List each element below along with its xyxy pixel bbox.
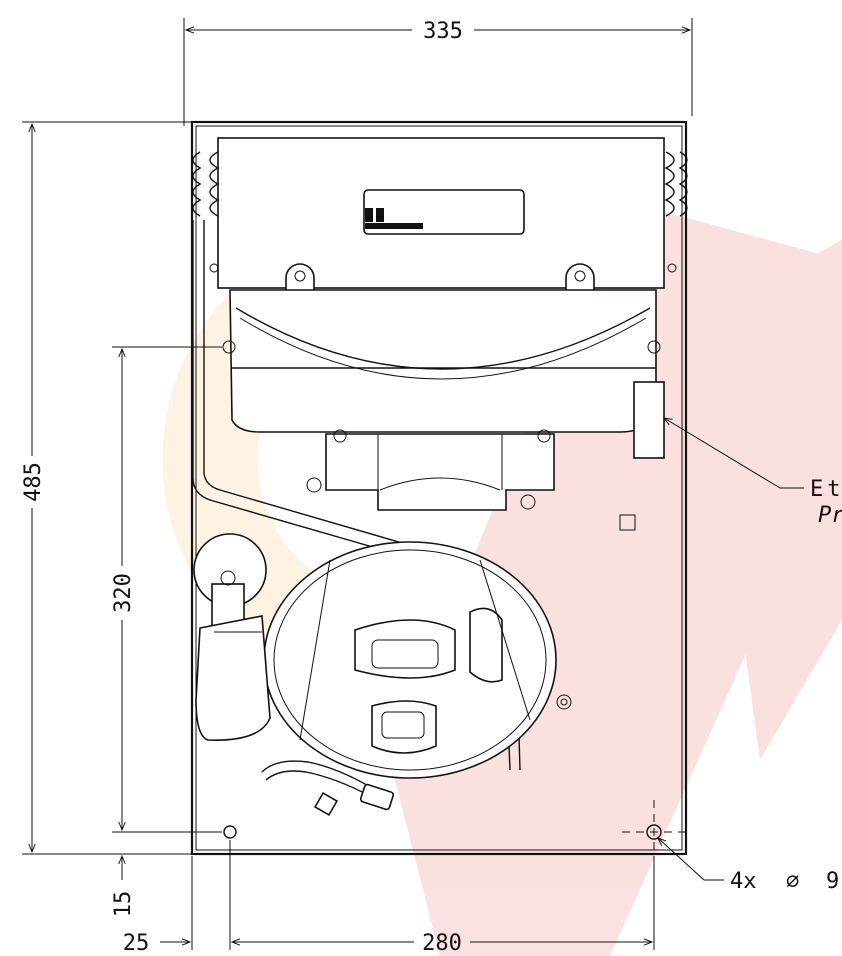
- callout-hole-diameter: 9: [826, 869, 839, 894]
- mounting-hole-icon: [223, 800, 686, 864]
- label-plate: [633, 381, 665, 459]
- dim-mount-height: 320: [111, 573, 136, 613]
- fan-housing: [222, 289, 661, 433]
- diameter-symbol-icon: ∅: [786, 869, 799, 894]
- dim-height-total: 485: [21, 462, 46, 502]
- dim-left-offset: 25: [123, 931, 150, 956]
- base-plate: [190, 120, 688, 856]
- dim-hole-spacing: 280: [422, 931, 462, 956]
- starter-relay: [193, 533, 271, 741]
- dim-width-total: 335: [423, 19, 463, 44]
- callout-holes-count: 4x: [730, 869, 757, 894]
- callout-label-line1: Et: [810, 477, 842, 502]
- compressor: [263, 541, 557, 779]
- condenser-unit: [192, 137, 688, 299]
- small-square: [619, 514, 636, 531]
- service-valves: [261, 694, 572, 817]
- dimension-lines: [22, 18, 804, 950]
- motor-bracket: [306, 429, 555, 511]
- dim-bottom-offset: 15: [111, 891, 136, 918]
- callout-label-line2: Pr: [818, 503, 842, 528]
